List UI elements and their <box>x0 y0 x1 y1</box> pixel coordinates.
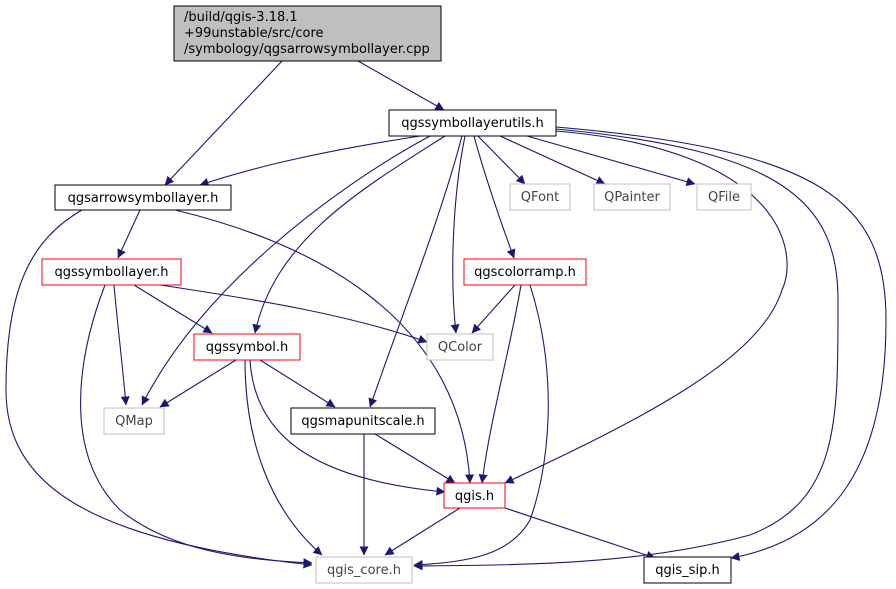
node-label: qgis.h <box>455 489 494 504</box>
edge-qgsmapunitscale-to-qgis <box>374 433 456 484</box>
node-label: QFile <box>708 190 740 205</box>
edge-qgsarrowsymbollayer-to-qgis-core <box>5 209 313 569</box>
edge-qgscolorramp-to-qcolor <box>471 284 516 334</box>
edge-qgssymbollayerutils-to-qgis <box>504 130 788 484</box>
nodes: /build/qgis-3.18.1 +99unstable/src/core … <box>41 5 752 584</box>
node-label: QColor <box>438 340 483 355</box>
edges <box>5 60 887 571</box>
edge-qgssymbollayerutils-to-qgsmapunitscale <box>368 135 463 408</box>
node-qcolor[interactable]: QColor <box>426 333 494 361</box>
node-label: qgsarrowsymbollayer.h <box>68 191 219 206</box>
node-qgssymbollayerutils[interactable]: qgssymbollayerutils.h <box>388 109 557 137</box>
edge-qgsarrowsymbollayer-to-qgssymbollayer <box>117 209 141 259</box>
edge-qgssymbollayerutils-to-qgsarrowsymbollayer <box>199 135 421 187</box>
edge-qgssymbollayer-to-qmap <box>113 284 130 406</box>
node-qpainter[interactable]: QPainter <box>593 183 671 211</box>
edge-root-to-qgsarrowsymbollayer <box>164 60 283 186</box>
node-qgsmapunitscale[interactable]: qgsmapunitscale.h <box>290 407 436 435</box>
node-label: qgscolorramp.h <box>474 265 576 280</box>
edge-qgssymbollayerutils-to-qmap <box>141 135 431 406</box>
node-qgis-sip[interactable]: qgis_sip.h <box>643 556 732 584</box>
node-label: QFont <box>521 190 560 205</box>
node-label: QMap <box>115 414 153 429</box>
node-label: qgis_core.h <box>327 563 401 578</box>
edge-qgscolorramp-to-qgis-core <box>413 284 549 570</box>
root-line-1: /build/qgis-3.18.1 <box>184 10 298 25</box>
edge-qgssymbol-to-qgis-core <box>244 359 323 556</box>
root-line-3: /symbology/qgsarrowsymbollayer.cpp <box>184 42 430 57</box>
edge-qgssymbol-to-qgsmapunitscale <box>259 359 336 408</box>
node-label: QPainter <box>604 190 660 205</box>
node-label: qgsmapunitscale.h <box>301 414 424 429</box>
node-qgscolorramp[interactable]: qgscolorramp.h <box>463 258 587 286</box>
edge-qgscolorramp-to-qgis <box>478 284 522 484</box>
edge-qgssymbollayerutils-to-qfont <box>477 135 526 185</box>
root-line-2: +99unstable/src/core <box>184 26 324 41</box>
node-qmap[interactable]: QMap <box>103 407 165 435</box>
edge-qgssymbollayerutils-to-qgssymbol <box>252 135 446 334</box>
node-qgsarrowsymbollayer[interactable]: qgsarrowsymbollayer.h <box>54 184 232 211</box>
node-label: qgssymbol.h <box>206 340 289 355</box>
edge-qgssymbollayerutils-to-qgis-core <box>413 128 839 571</box>
node-qfile[interactable]: QFile <box>696 183 752 211</box>
node-qgis[interactable]: qgis.h <box>443 482 506 509</box>
node-label: qgssymbollayer.h <box>54 265 168 280</box>
edge-qgssymbollayer-to-qgis-core <box>80 284 313 568</box>
node-qgssymbol[interactable]: qgssymbol.h <box>193 333 301 361</box>
edge-qgssymbol-to-qmap <box>159 359 237 408</box>
edge-qgssymbollayerutils-to-qcolor <box>450 135 466 334</box>
edge-root-to-qgssymbollayerutils <box>357 60 445 111</box>
edge-qgssymbollayerutils-to-qfile <box>519 133 696 186</box>
edge-qgis-to-qgis-core <box>384 507 461 556</box>
edge-qgis-to-qgis-sip <box>504 507 656 560</box>
edge-qgsarrowsymbollayer-to-qgis <box>174 209 474 484</box>
node-qgssymbollayer[interactable]: qgssymbollayer.h <box>41 258 182 286</box>
node-label: qgssymbollayerutils.h <box>401 116 544 131</box>
edge-qgssymbollayerutils-to-qpainter <box>499 135 606 185</box>
edge-qgssymbol-to-qgis <box>249 359 446 496</box>
edge-qgssymbollayer-to-qcolor <box>159 284 428 344</box>
node-label: qgis_sip.h <box>655 563 719 578</box>
edge-qgssymbollayer-to-qgssymbol <box>133 284 213 334</box>
node-qgis-core[interactable]: qgis_core.h <box>315 556 413 584</box>
node-root-file[interactable]: /build/qgis-3.18.1 +99unstable/src/core … <box>173 5 442 62</box>
node-qfont[interactable]: QFont <box>509 183 571 211</box>
edge-qgssymbollayerutils-to-qgscolorramp <box>473 135 516 259</box>
edge-qgssymbollayerutils-to-qgis-sip <box>555 126 887 561</box>
